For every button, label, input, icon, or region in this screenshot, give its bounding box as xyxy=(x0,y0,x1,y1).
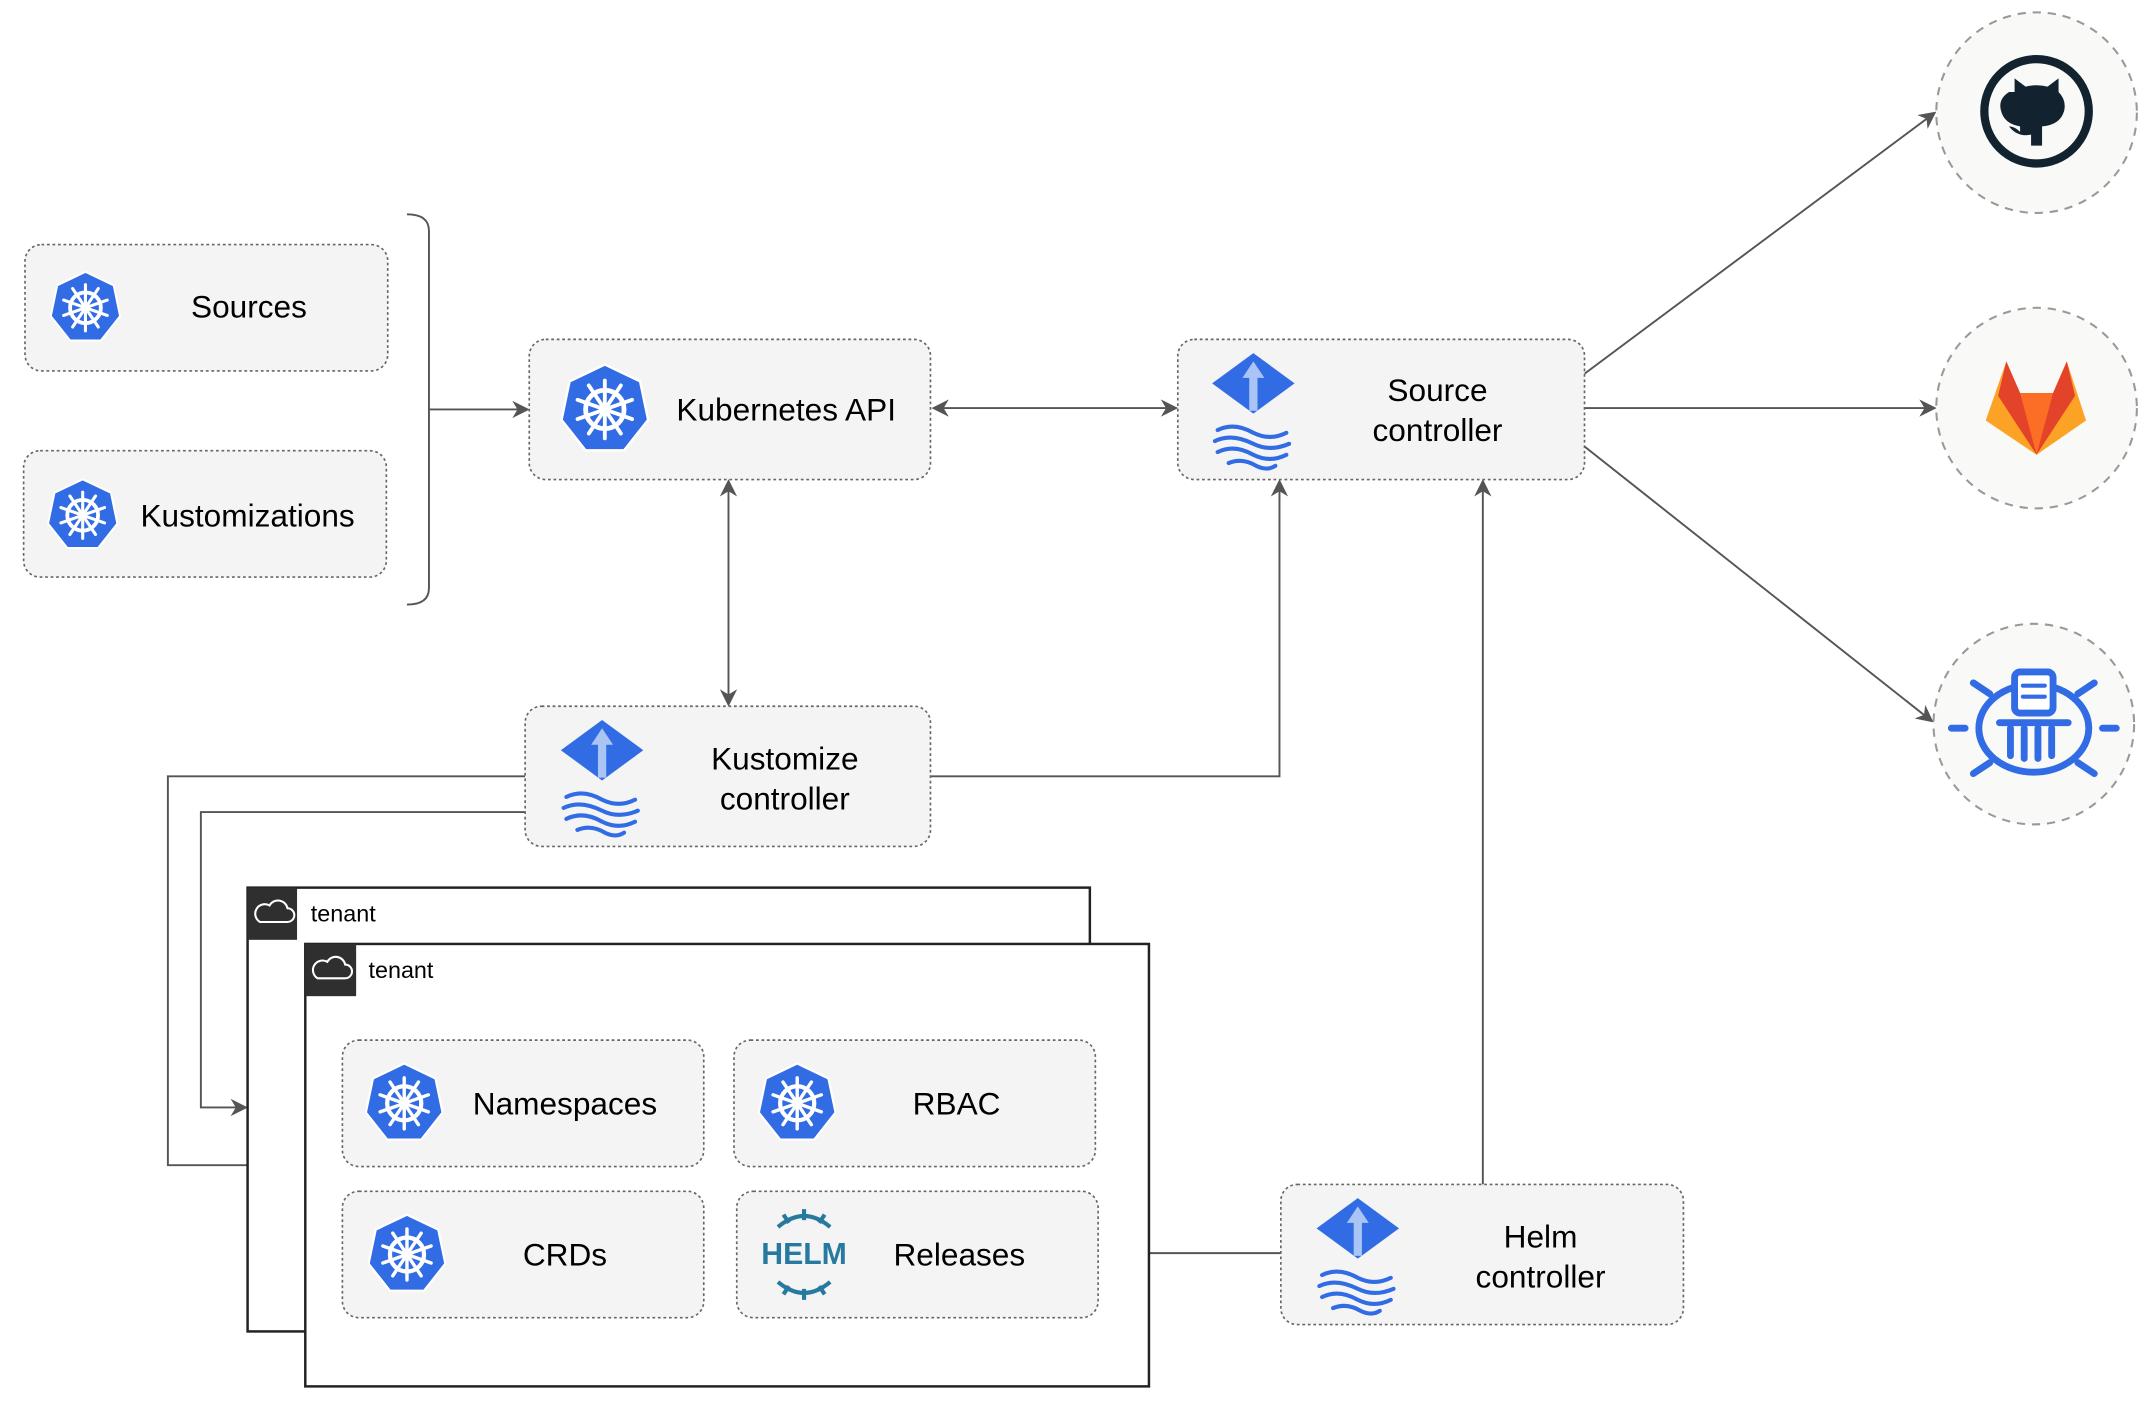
rbac-node[interactable]: RBAC xyxy=(733,1039,1097,1168)
sources-node[interactable]: Sources xyxy=(24,243,389,372)
gitlab-node[interactable] xyxy=(1935,306,2138,510)
bracket xyxy=(406,213,430,606)
helm-repository-node[interactable] xyxy=(1932,622,2136,826)
github-icon xyxy=(1980,54,2093,168)
source-controller-label-1: Source xyxy=(1387,372,1487,408)
kustomize-controller-label-1: Kustomize xyxy=(711,740,858,776)
namespaces-label: Namespaces xyxy=(473,1085,657,1121)
tenant-label: tenant xyxy=(369,957,434,983)
kustomize-controller-node[interactable]: Kustomize controller xyxy=(524,705,932,848)
rbac-label: RBAC xyxy=(913,1085,1001,1121)
cloud-icon xyxy=(254,899,296,924)
edge-kustomize-to-source xyxy=(930,479,1289,778)
sources-label: Sources xyxy=(191,288,307,324)
source-controller-node[interactable]: Source controller xyxy=(1176,338,1586,481)
helm-repository-icon xyxy=(1947,668,2120,778)
releases-node[interactable]: HELM Releases xyxy=(735,1190,1099,1319)
helm-controller-label-1: Helm xyxy=(1504,1219,1578,1255)
crds-label: CRDs xyxy=(523,1236,607,1272)
kubernetes-api-node[interactable]: Kubernetes API xyxy=(528,338,932,481)
tenant-label: tenant xyxy=(311,901,376,927)
edge-kustomize-to-tenant-front xyxy=(166,775,526,1174)
edges xyxy=(166,111,1937,1262)
edge-to-github xyxy=(1583,111,1937,375)
helm-logo-text: HELM xyxy=(761,1238,847,1271)
edge-to-helm-repo xyxy=(1583,445,1934,723)
kustomize-controller-label-2: controller xyxy=(720,780,850,816)
helm-controller-label-2: controller xyxy=(1476,1258,1606,1294)
edge-kustomize-to-tenant-back xyxy=(199,811,526,1117)
tenant-front[interactable]: tenant Namespaces RBAC CRDs HELM Release… xyxy=(304,942,1151,1388)
helm-controller-node[interactable]: Helm controller xyxy=(1280,1183,1685,1326)
releases-label: Releases xyxy=(893,1236,1025,1272)
source-controller-label-2: controller xyxy=(1373,412,1503,448)
kustomizations-label: Kustomizations xyxy=(140,497,354,533)
crds-node[interactable]: CRDs xyxy=(341,1190,705,1319)
gitlab-icon xyxy=(1985,361,2087,455)
kubernetes-api-label: Kubernetes API xyxy=(676,391,896,427)
helm-icon: HELM xyxy=(761,1209,847,1300)
cloud-icon xyxy=(311,955,354,980)
kustomizations-node[interactable]: Kustomizations xyxy=(22,449,388,578)
namespaces-node[interactable]: Namespaces xyxy=(341,1039,705,1168)
github-node[interactable] xyxy=(1935,11,2138,215)
